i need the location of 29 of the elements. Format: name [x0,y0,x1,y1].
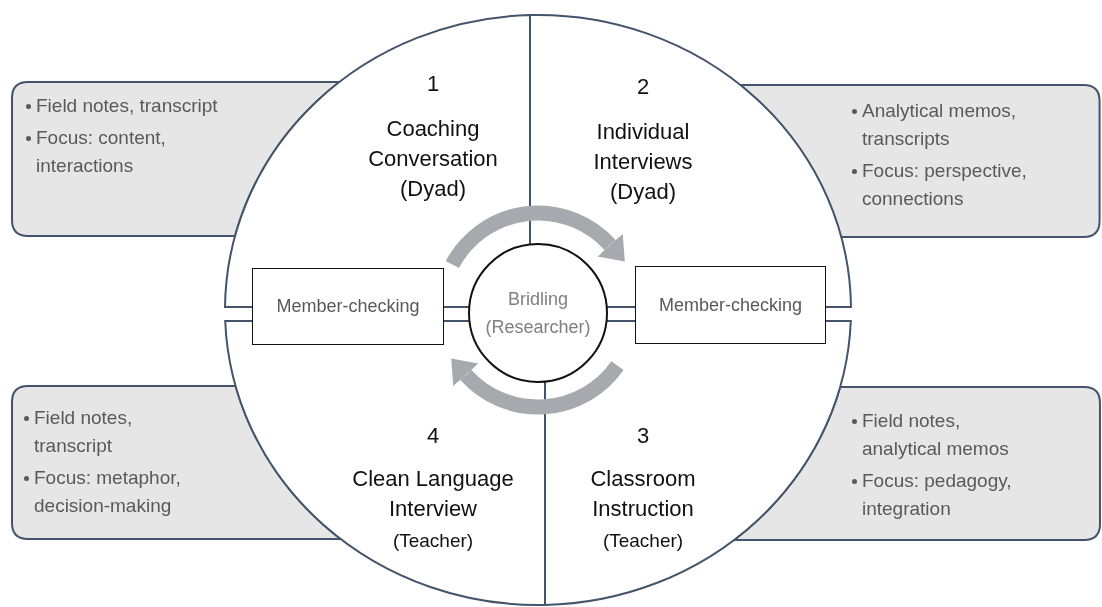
process-box [252,268,444,345]
note-card [739,84,1101,238]
quadrant-number: 2 [636,73,650,101]
note-card [11,385,342,540]
quadrant-title: Clean Language Interview [351,465,515,523]
bullet-text: Field notes, transcript [26,92,226,120]
quadrant-title: Coaching Conversation (Dyad) [367,115,499,203]
note-card [733,386,1101,541]
bullet-text: Focus: content, interactions [26,124,226,180]
quadrant-number: 4 [426,422,440,450]
cycle-arrow [450,359,624,415]
quadrant-title: Individual Interviews (Dyad) [592,118,694,206]
quadrant-number: 3 [636,422,650,450]
process-box [635,266,826,344]
bullet-text: Focus: perspective, connections [852,157,1032,213]
quadrant-subtitle: (Teacher) [602,529,684,553]
quadrant-number: 1 [426,70,440,98]
bullet-text: Focus: metaphor, decision-making [24,464,184,520]
note-card [11,81,341,237]
quadrant-title: Classroom Instruction [589,465,697,523]
box-label: Member-checking [276,296,420,317]
cycle-arrow [445,205,626,269]
circle-label: Bridling (Researcher) [484,288,592,339]
box-label: Member-checking [658,294,803,316]
bullet-text: Focus: pedagogy, integration [852,467,1022,523]
bullet-text: Field notes, transcript [24,404,184,460]
bullet-text: Analytical memos, transcripts [852,97,1032,153]
bullet-text: Field notes, analytical memos [852,407,1022,463]
quadrant-subtitle: (Teacher) [392,529,474,553]
